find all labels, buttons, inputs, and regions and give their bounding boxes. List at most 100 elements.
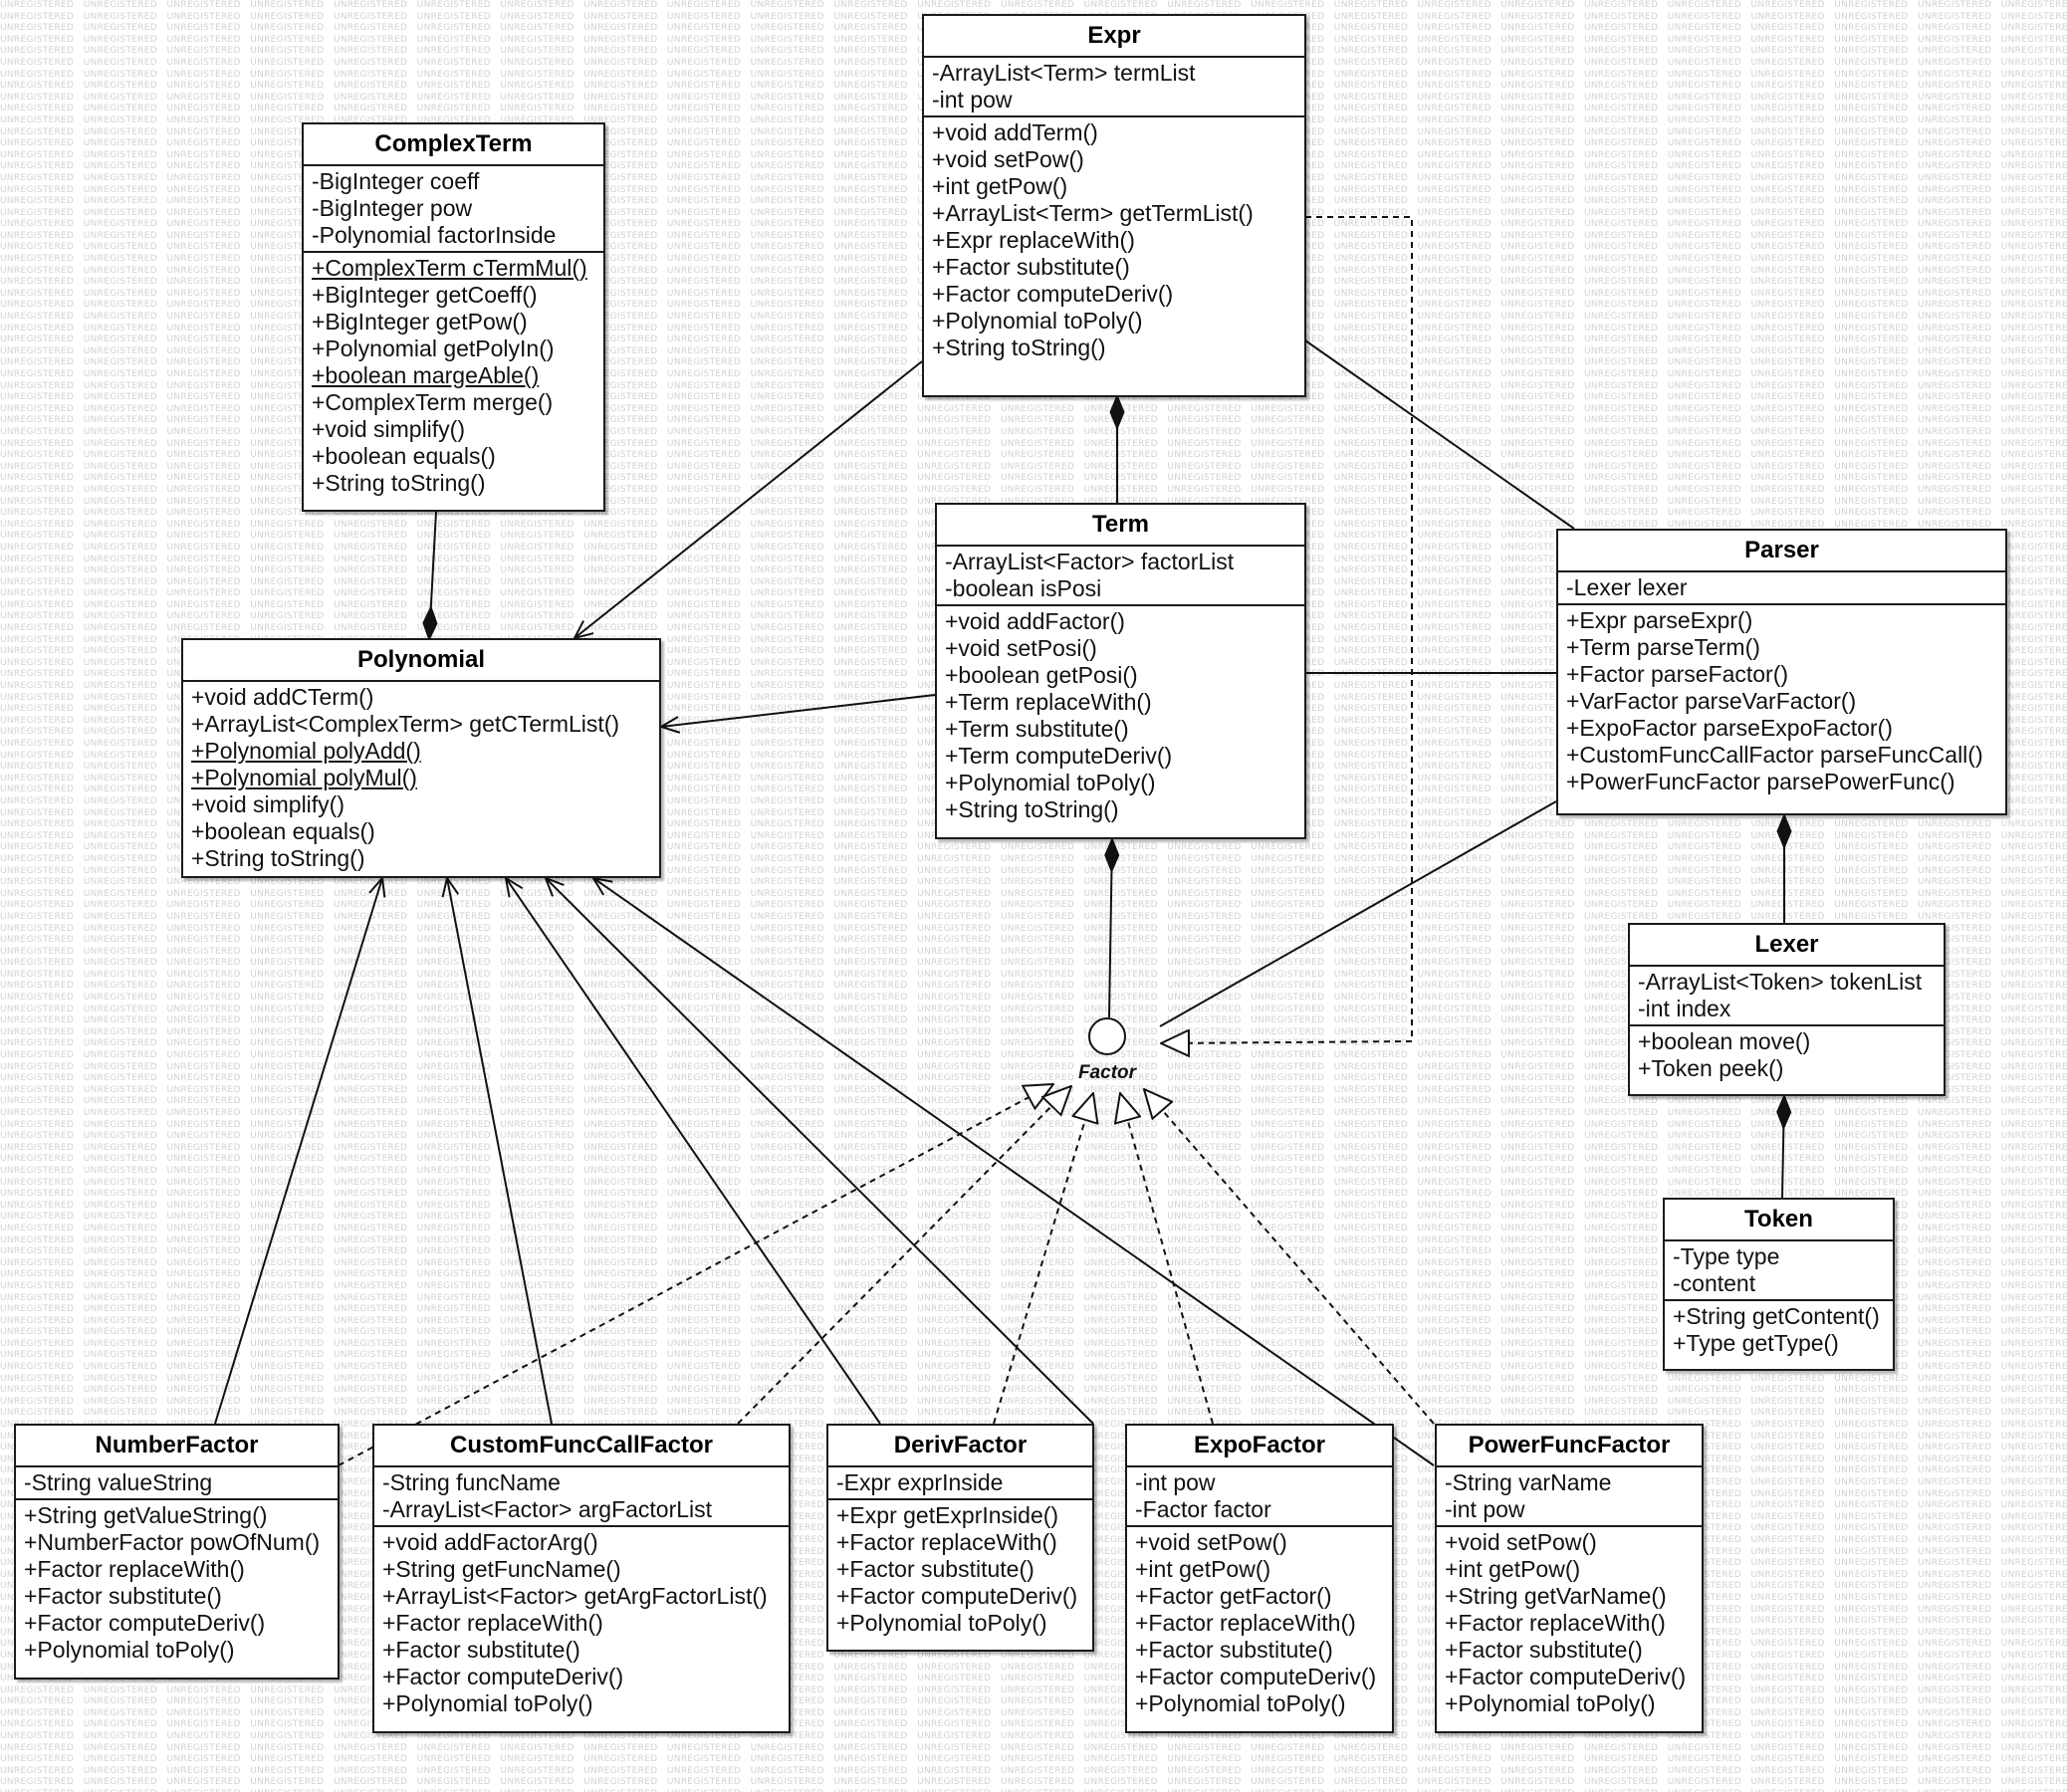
association-powerfunc-polynomial (593, 878, 1435, 1466)
method-row: +void simplify() (312, 416, 466, 442)
method-row: +void addFactor() (945, 608, 1125, 634)
method-row: +Term computeDeriv() (945, 743, 1173, 769)
factor-interface-icon (1088, 1017, 1126, 1055)
class-name: Polynomial (183, 640, 659, 682)
method-row: +void setPow() (932, 146, 1084, 172)
method-row: +String toString() (312, 470, 486, 496)
method-row: +NumberFactor powOfNum() (24, 1529, 321, 1555)
method-row: +Polynomial toPoly() (945, 770, 1156, 795)
class-powerfuncfactor[interactable]: PowerFuncFactor -String varName-int pow … (1435, 1424, 1704, 1733)
method-row: +int getPow() (932, 173, 1068, 199)
attribute-row: -BigInteger pow (312, 195, 473, 221)
association-customfunc-polynomial (447, 878, 553, 1425)
method-row: +Term replaceWith() (945, 689, 1152, 715)
method-row: +Polynomial polyMul() (191, 765, 417, 790)
method-row: +void simplify() (191, 791, 345, 817)
class-customfunccallfactor[interactable]: CustomFuncCallFactor -String funcName-Ar… (372, 1424, 791, 1733)
class-name: CustomFuncCallFactor (374, 1426, 789, 1467)
method-row: +void addCTerm() (191, 684, 374, 710)
methods-section: +String getContent()+Type getType() (1665, 1301, 1893, 1359)
class-name: ExpoFactor (1127, 1426, 1392, 1467)
realization-customfunc-factor (737, 1086, 1071, 1425)
class-token[interactable]: Token -Type type-content +String getCont… (1663, 1198, 1895, 1371)
method-row: +Factor computeDeriv() (1135, 1664, 1377, 1689)
method-row: +String toString() (945, 796, 1119, 822)
attribute-row: -ArrayList<Token> tokenList (1638, 969, 1923, 995)
class-lexer[interactable]: Lexer -ArrayList<Token> tokenList-int in… (1628, 923, 1946, 1096)
method-row: +String toString() (191, 845, 365, 871)
method-row: +Expr getExprInside() (836, 1502, 1059, 1528)
class-name: DerivFactor (828, 1426, 1092, 1467)
attributes-section: -int pow-Factor factor (1127, 1467, 1392, 1527)
method-row: +Expr parseExpr() (1566, 607, 1753, 633)
class-name: Parser (1558, 531, 2005, 572)
attribute-row: -Expr exprInside (836, 1469, 1004, 1495)
method-row: +boolean getPosi() (945, 662, 1138, 688)
method-row: +void addFactorArg() (382, 1529, 598, 1555)
class-name: Lexer (1630, 925, 1944, 967)
method-row: +Factor substitute() (836, 1556, 1034, 1582)
method-row: +String toString() (932, 335, 1106, 360)
attribute-row: -int pow (1135, 1469, 1216, 1495)
method-row: +ArrayList<Factor> getArgFactorList() (382, 1583, 768, 1609)
association-parser-factor (1159, 800, 1557, 1027)
method-row: +PowerFuncFactor parsePowerFunc() (1566, 769, 1955, 794)
method-row: +void setPow() (1135, 1529, 1287, 1555)
method-row: +Factor computeDeriv() (932, 281, 1174, 307)
attribute-row: -Lexer lexer (1566, 574, 1688, 600)
attributes-section: -ArrayList<Factor> factorList-boolean is… (937, 547, 1304, 606)
methods-section: +String getValueString()+NumberFactor po… (16, 1500, 338, 1666)
methods-section: +void setPow()+int getPow()+Factor getFa… (1127, 1527, 1392, 1719)
method-row: +Polynomial toPoly() (1445, 1690, 1656, 1716)
method-row: +void setPow() (1445, 1529, 1597, 1555)
realization-numberfactor-factor (338, 1084, 1053, 1466)
method-row: +Factor computeDeriv() (24, 1610, 266, 1636)
methods-section: +void addFactorArg()+String getFuncName(… (374, 1527, 789, 1719)
attribute-row: -boolean isPosi (945, 575, 1102, 601)
method-row: +int getPow() (1445, 1556, 1581, 1582)
attribute-row: -ArrayList<Term> termList (932, 60, 1196, 86)
method-row: +ComplexTerm merge() (312, 389, 554, 415)
class-numberfactor[interactable]: NumberFactor -String valueString +String… (14, 1424, 340, 1680)
method-row: +Factor computeDeriv() (836, 1583, 1078, 1609)
method-row: +Factor computeDeriv() (1445, 1664, 1687, 1689)
class-expr[interactable]: Expr -ArrayList<Term> termList-int pow +… (922, 14, 1306, 397)
attributes-section: -String varName-int pow (1437, 1467, 1702, 1527)
method-row: +Factor replaceWith() (1445, 1610, 1666, 1636)
class-name: NumberFactor (16, 1426, 338, 1467)
realization-expofactor-factor (1120, 1093, 1214, 1425)
attributes-section: -String funcName-ArrayList<Factor> argFa… (374, 1467, 789, 1527)
attributes-section: -ArrayList<Term> termList-int pow (924, 58, 1304, 117)
method-row: +Factor substitute() (932, 254, 1130, 280)
class-polynomial[interactable]: Polynomial +void addCTerm()+ArrayList<Co… (181, 638, 661, 878)
method-row: +ArrayList<ComplexTerm> getCTermList() (191, 711, 620, 737)
class-name: Expr (924, 16, 1304, 58)
class-term[interactable]: Term -ArrayList<Factor> factorList-boole… (935, 503, 1306, 839)
class-expofactor[interactable]: ExpoFactor -int pow-Factor factor +void … (1125, 1424, 1394, 1733)
method-row: +Factor replaceWith() (1135, 1610, 1356, 1636)
realization-expr-factor (1161, 216, 1413, 1043)
methods-section: +void setPow()+int getPow()+String getVa… (1437, 1527, 1702, 1719)
method-row: +Polynomial getPolyIn() (312, 336, 555, 361)
methods-section: +Expr parseExpr()+Term parseTerm()+Facto… (1558, 605, 2005, 797)
composition-token-lexer (1782, 1095, 1784, 1199)
association-derivfactor-polynomial (506, 878, 881, 1425)
methods-section: +void addCTerm()+ArrayList<ComplexTerm> … (183, 682, 659, 874)
methods-section: +Expr getExprInside()+Factor replaceWith… (828, 1500, 1092, 1639)
method-row: +Polynomial toPoly() (836, 1610, 1047, 1636)
association-term-polynomial (661, 694, 936, 727)
class-derivfactor[interactable]: DerivFactor -Expr exprInside +Expr getEx… (826, 1424, 1094, 1652)
method-row: +VarFactor parseVarFactor() (1566, 688, 1857, 714)
method-row: +boolean equals() (312, 443, 496, 469)
methods-section: +void addFactor()+void setPosi()+boolean… (937, 606, 1304, 825)
class-complexterm[interactable]: ComplexTerm -BigInteger coeff-BigInteger… (302, 122, 605, 512)
method-row: +Token peek() (1638, 1055, 1784, 1081)
attributes-section: -Type type-content (1665, 1241, 1893, 1301)
factor-interface-label: Factor (1077, 1062, 1137, 1083)
attributes-section: -String valueString (16, 1467, 338, 1500)
realization-powerfunc-factor (1144, 1089, 1435, 1425)
class-name: Term (937, 505, 1304, 547)
method-row: +CustomFuncCallFactor parseFuncCall() (1566, 742, 1983, 768)
class-parser[interactable]: Parser -Lexer lexer +Expr parseExpr()+Te… (1556, 529, 2007, 815)
